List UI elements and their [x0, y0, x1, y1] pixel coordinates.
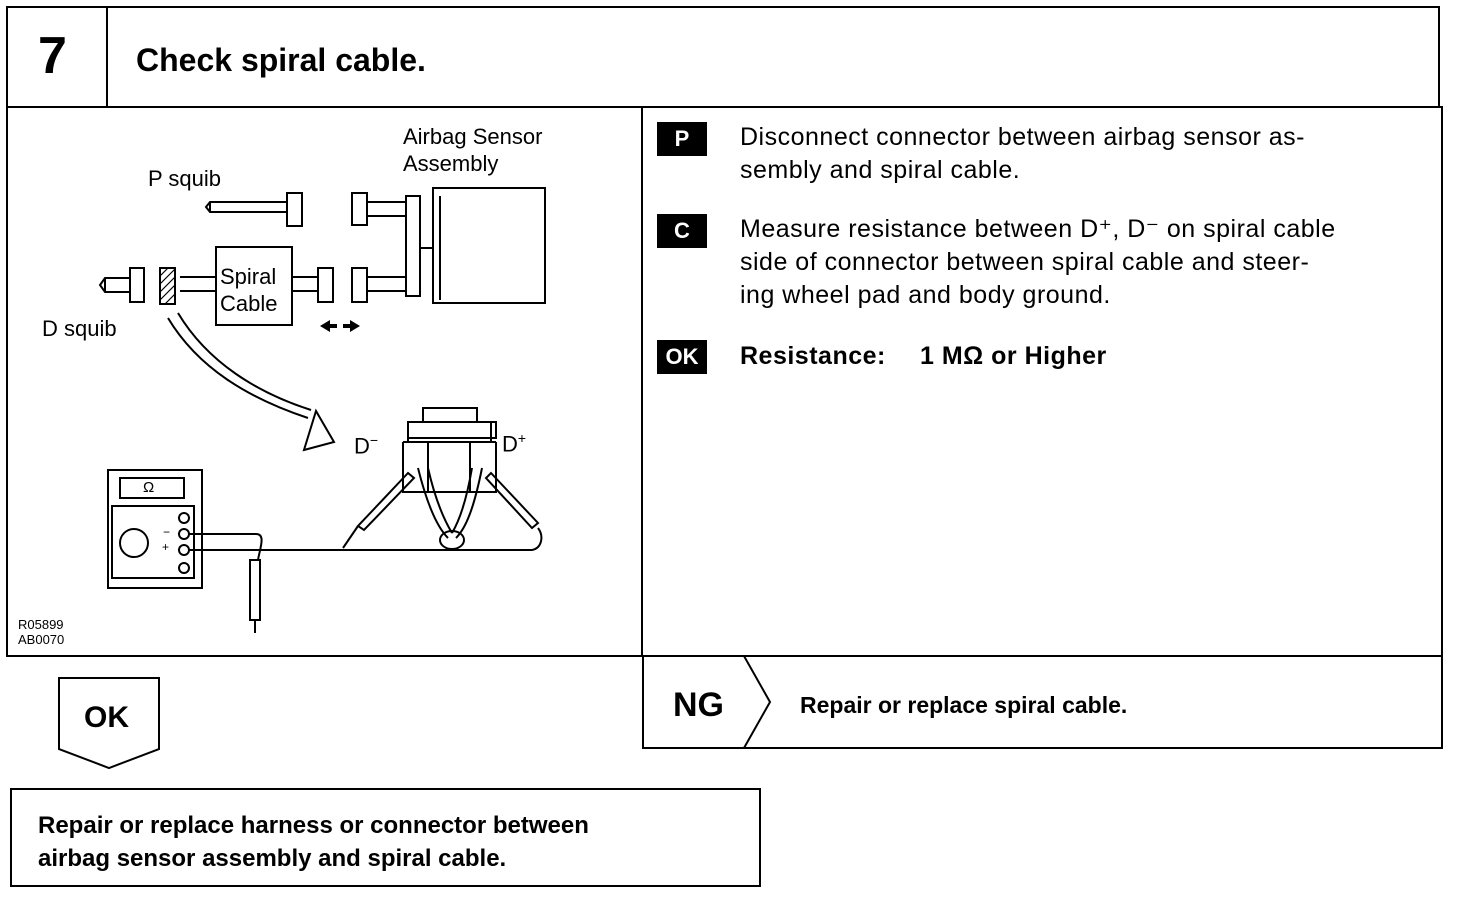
resistance-value: 1 MΩ or Higher: [920, 342, 1107, 370]
meter-display: Ω: [143, 479, 155, 496]
label-d-plus: D+: [502, 430, 526, 457]
ok-action-line1: Repair or replace harness or connector b…: [38, 812, 589, 839]
ok-action-line2: airbag sensor assembly and spiral cable.: [38, 845, 507, 872]
instruction-c-line1: Measure resistance between D⁺, D⁻ on spi…: [740, 215, 1336, 243]
label-d-minus-sup: −: [369, 432, 379, 448]
label-airbag-sensor-1: Airbag Sensor: [403, 124, 543, 149]
figure-code-2: AB0070: [18, 632, 65, 647]
column-divider: [641, 108, 643, 657]
label-spiral-2: Cable: [220, 291, 278, 316]
ok-label: OK: [84, 701, 129, 734]
meter-minus: −: [163, 525, 171, 539]
resistance-label: Resistance:: [740, 342, 886, 370]
label-p-squib: P squib: [148, 166, 221, 191]
sensor-connector-bar: [405, 195, 421, 297]
label-d-minus-letter: D: [354, 433, 370, 459]
meter-plus: +: [162, 540, 170, 554]
ng-action: Repair or replace spiral cable.: [800, 692, 1128, 718]
step-header: 7 Check spiral cable.: [6, 6, 1440, 108]
label-spiral-1: Spiral: [220, 264, 277, 289]
step-title: Check spiral cable.: [136, 42, 426, 78]
label-d-plus-letter: D: [502, 431, 518, 457]
label-d-plus-sup: +: [517, 430, 527, 446]
instruction-p-line1: Disconnect connector between airbag sens…: [740, 123, 1305, 151]
double-arrow-icon: [320, 320, 360, 332]
label-airbag-sensor-2: Assembly: [403, 151, 499, 176]
tag-c: C: [657, 214, 707, 248]
ng-chevron: [743, 656, 772, 748]
figure-code-1: R05899: [18, 617, 64, 632]
instruction-c-line3: ing wheel pad and body ground.: [740, 281, 1111, 309]
airbag-sensor-box: [432, 187, 546, 304]
header-divider: [106, 8, 108, 108]
instruction-p-line2: sembly and spiral cable.: [740, 156, 1021, 184]
label-d-minus: D−: [354, 432, 378, 459]
ng-label: NG: [673, 686, 724, 724]
ok-result-box: [10, 788, 761, 887]
tag-p: P: [657, 122, 707, 156]
wiring-diagram: [98, 187, 546, 633]
ok-arrow-box: [58, 677, 160, 770]
multimeter: [107, 469, 203, 589]
step-number: 7: [38, 27, 67, 85]
spiral-cable-box: [215, 246, 293, 326]
label-d-squib: D squib: [42, 316, 117, 341]
ng-result-box: [642, 655, 1443, 749]
tag-ok: OK: [657, 340, 707, 374]
instruction-c-line2: side of connector between spiral cable a…: [740, 248, 1310, 276]
